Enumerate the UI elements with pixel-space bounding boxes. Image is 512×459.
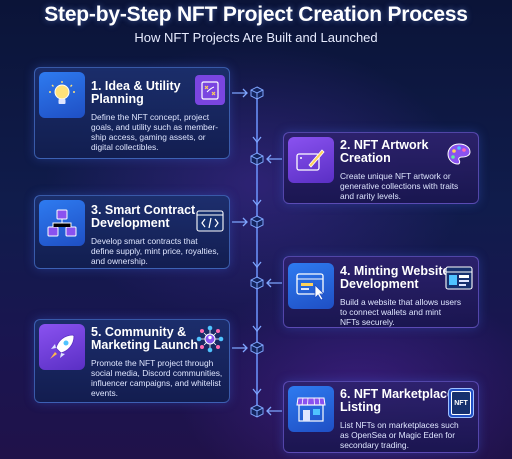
timeline-arrowhead-icon — [252, 261, 262, 269]
connector-arrow-icon — [266, 154, 282, 164]
community-network-icon — [196, 325, 224, 353]
step-1-secondary-tile — [195, 75, 225, 105]
step-5-title: 5. Community &Marketing Launch — [91, 325, 198, 352]
step-3-icon-tile — [39, 200, 85, 246]
step-6-icon-tile — [288, 386, 334, 432]
code-window-icon — [196, 210, 224, 232]
timeline-line — [256, 92, 258, 414]
step-6-secondary-tile: NFT — [448, 388, 474, 418]
timeline-arrowhead-icon — [252, 199, 262, 207]
connector-arrow-icon — [232, 343, 248, 353]
step-3-secondary-tile — [195, 206, 225, 236]
timeline-cube-icon — [250, 276, 264, 290]
nft-tag-text: NFT — [454, 399, 468, 407]
step-2-secondary-tile — [444, 139, 474, 169]
step-2-icon-tile — [288, 137, 334, 183]
palette-icon — [447, 143, 471, 165]
step-5-icon-tile — [39, 324, 85, 370]
step-card-5: 5. Community &Marketing Launch Promote t… — [34, 319, 230, 403]
step-4-secondary-tile — [444, 263, 474, 293]
connector-arrow-icon — [266, 278, 282, 288]
page-title: Step-by-Step NFT Project Creation Proces… — [44, 3, 468, 26]
timeline-cube-icon — [250, 86, 264, 100]
timeline-cube-icon — [250, 152, 264, 166]
timeline-cube-icon — [250, 404, 264, 418]
step-4-icon-tile — [288, 263, 334, 309]
blockchain-cubes-icon — [47, 209, 77, 237]
drawing-tablet-icon — [296, 149, 325, 171]
strategy-board-icon — [201, 81, 219, 100]
timeline-arrowhead-icon — [252, 136, 262, 144]
rocket-icon — [50, 334, 75, 359]
timeline-cube-icon — [250, 215, 264, 229]
timeline-arrowhead-icon — [252, 388, 262, 396]
nft-tag-icon: NFT — [451, 391, 471, 415]
timeline-arrowhead-icon — [252, 325, 262, 333]
web-layout-icon — [445, 266, 473, 290]
step-1-icon-tile — [39, 72, 85, 118]
connector-arrow-icon — [232, 217, 248, 227]
browser-cursor-icon — [296, 273, 325, 301]
lightbulb-icon — [49, 81, 75, 104]
storefront-icon — [296, 397, 326, 422]
page-subtitle: How NFT Projects Are Built and Launched — [134, 30, 378, 45]
connector-arrow-icon — [266, 406, 282, 416]
step-5-secondary-tile — [195, 324, 225, 354]
connector-arrow-icon — [232, 88, 248, 98]
timeline-cube-icon — [250, 341, 264, 355]
